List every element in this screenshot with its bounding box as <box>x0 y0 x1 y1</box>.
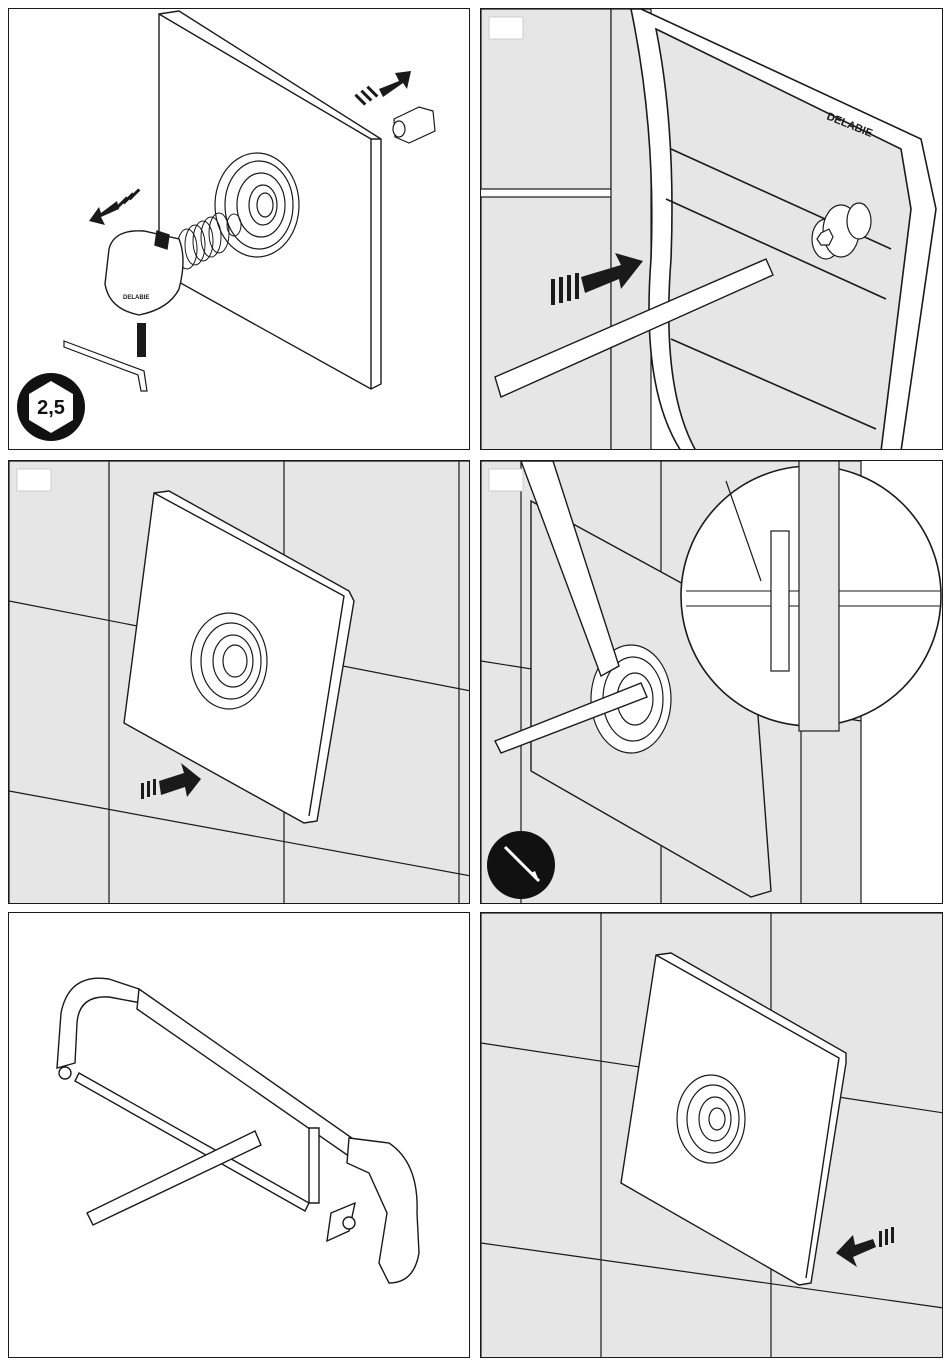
mark-illustration <box>481 461 943 904</box>
allen-key-icon <box>64 341 147 391</box>
arrow-out-right <box>354 71 411 106</box>
brand-label: DELABIE <box>123 295 149 301</box>
hacksaw-icon <box>57 978 419 1283</box>
panel-refit-plate <box>480 912 943 1358</box>
step-number-label <box>489 17 523 39</box>
step-number-label <box>489 469 523 491</box>
cartridge <box>677 1075 745 1163</box>
step-number-label <box>17 469 51 491</box>
tool-size-label: 2,5 <box>37 397 65 419</box>
cartridge <box>191 613 267 709</box>
arrow-out-left <box>89 188 140 225</box>
pencil-badge-icon <box>487 831 555 899</box>
handle-knob: DELABIE <box>105 231 183 315</box>
cut-illustration <box>9 913 470 1358</box>
panel-fit-plate <box>8 460 470 904</box>
measure-illustration: DELABIE <box>481 9 943 450</box>
fit-plate-illustration <box>9 461 470 904</box>
panel-mark-spindle <box>480 460 943 904</box>
grub-screw <box>137 323 146 357</box>
hex-key-badge-icon: 2,5 <box>17 373 85 441</box>
spindle-extension <box>87 1131 261 1225</box>
cap <box>393 107 435 143</box>
panel-cut-spindle <box>8 912 470 1358</box>
panel-measure-spindle: DELABIE <box>480 8 943 450</box>
disassembly-illustration: DELABIE 2,5 <box>9 9 470 450</box>
refit-plate-illustration <box>481 913 943 1358</box>
panel-disassembly: DELABIE 2,5 <box>8 8 470 450</box>
wall-frame <box>631 9 936 450</box>
